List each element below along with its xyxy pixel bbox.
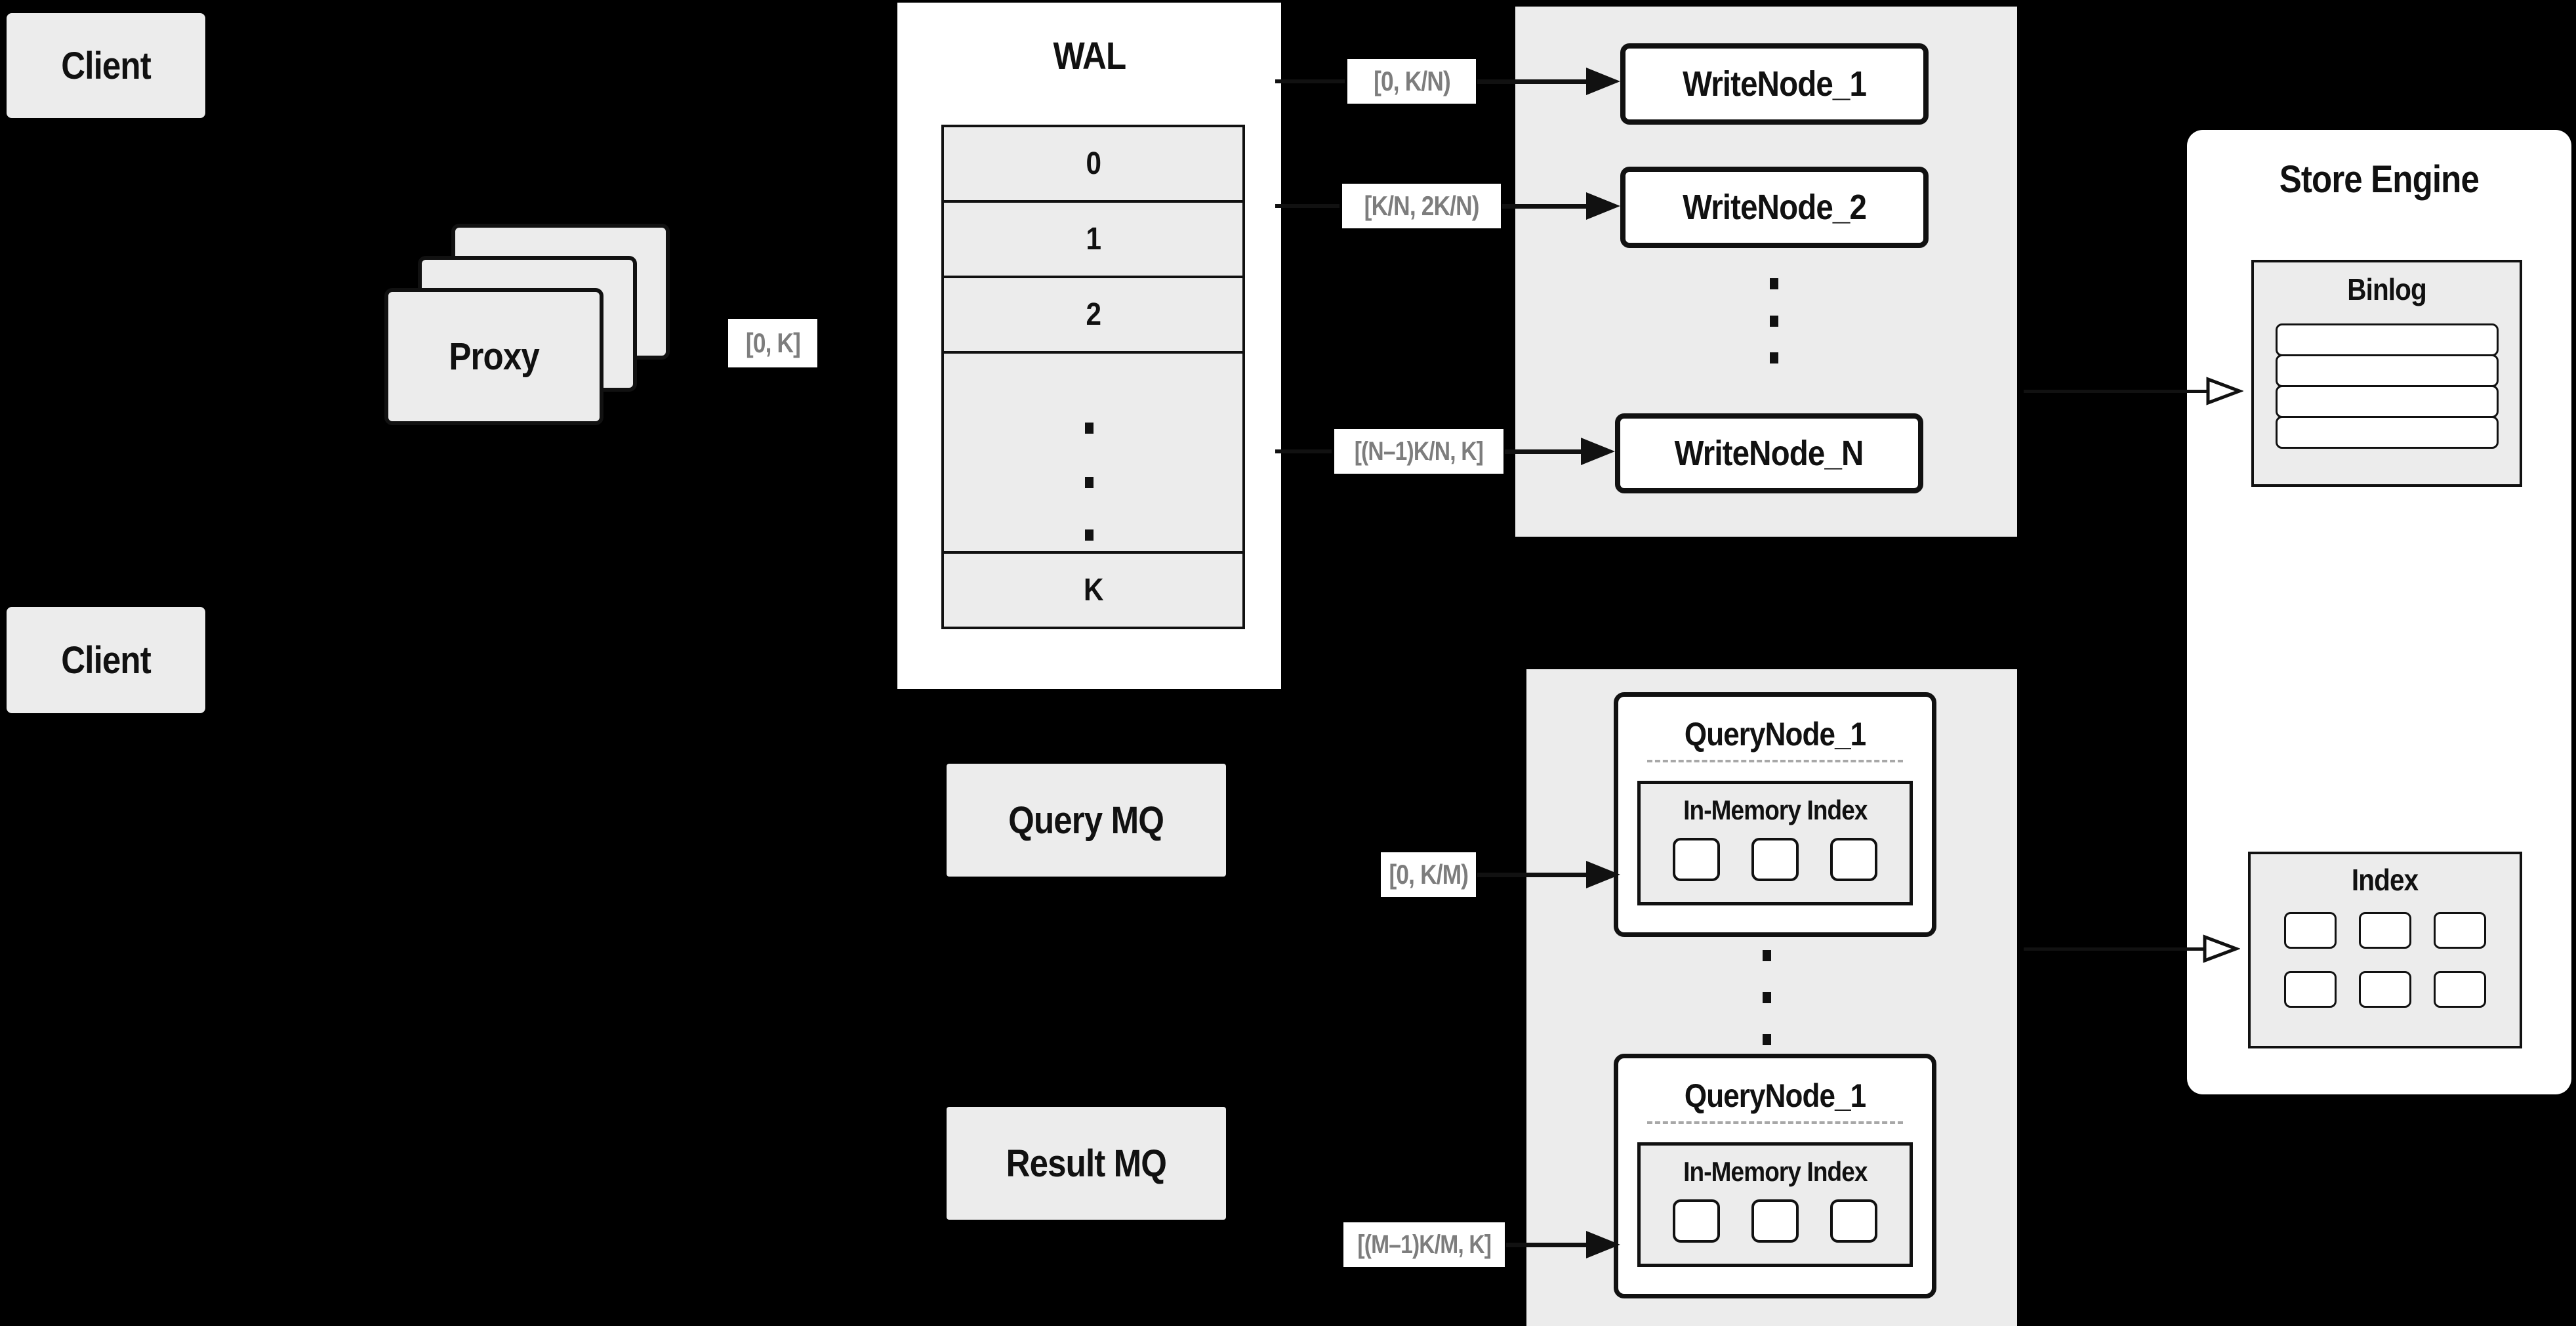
in-memory-index-top-title-wrap: In-Memory Index: [1683, 795, 1868, 825]
wal-ellipsis-region: [944, 354, 1242, 554]
index-cell: [2434, 971, 2486, 1008]
arrowhead-writenode-1: [1586, 68, 1620, 95]
memory-segment-cell: [1830, 838, 1877, 881]
arrow-to-index: [2024, 947, 2207, 951]
ellipsis-dot: [1763, 992, 1771, 1003]
in-memory-cells-top: [1641, 838, 1910, 881]
index-cell: [2359, 971, 2411, 1008]
write-node-2: WriteNode_2: [1620, 167, 1929, 248]
arrow-to-querynode-top: [1477, 873, 1589, 877]
binlog-rows: [2254, 323, 2520, 449]
ellipsis-dot: [1085, 423, 1094, 434]
in-memory-index-bottom: In-Memory Index: [1637, 1142, 1913, 1267]
ellipsis-dot: [1770, 278, 1778, 289]
index-cell-row: [2251, 912, 2520, 949]
write-node-1: WriteNode_1: [1620, 43, 1929, 125]
index-cell: [2359, 912, 2411, 949]
wal-row-k: K: [1083, 573, 1104, 608]
range-label-writenode-n: [(N–1)K/N, K]: [1334, 429, 1503, 474]
query-mq-label: Query MQ: [1008, 798, 1165, 842]
binlog-row: [2275, 323, 2499, 356]
index-title: Index: [2352, 863, 2419, 897]
query-node-top: QueryNode_1 In-Memory Index: [1614, 692, 1936, 937]
memory-segment-cell: [1673, 1199, 1720, 1243]
ellipsis-dot: [1770, 316, 1778, 327]
wal-row-1: 1: [944, 203, 1242, 278]
proxy-card-front: Proxy: [384, 288, 603, 425]
index-cell: [2284, 971, 2337, 1008]
wal-panel: WAL 0 1 2 K: [897, 3, 1281, 689]
connector-wal-writenode2: [1275, 204, 1339, 208]
query-node-top-title-wrap: QueryNode_1: [1684, 716, 1866, 753]
index-box: Index: [2248, 852, 2522, 1048]
binlog-title-wrap: Binlog: [2254, 272, 2520, 307]
store-engine-title-wrap: Store Engine: [2187, 157, 2571, 201]
range-label-writenode-1: [0, K/N): [1347, 59, 1476, 104]
wal-row-2: 2: [944, 278, 1242, 354]
ellipsis-dot: [1763, 950, 1771, 961]
query-node-bottom-title-wrap: QueryNode_1: [1684, 1077, 1866, 1114]
range-label-querynode-top: [0, K/M): [1381, 852, 1476, 897]
arrowhead-querynode-top: [1586, 861, 1620, 888]
binlog-row: [2275, 385, 2499, 418]
ellipsis-dot: [1770, 352, 1778, 363]
binlog-box: Binlog: [2251, 260, 2522, 487]
query-mq-box: Query MQ: [947, 764, 1226, 877]
binlog-title: Binlog: [2347, 272, 2427, 306]
index-cell: [2284, 912, 2337, 949]
wal-title: WAL: [1053, 35, 1126, 77]
in-memory-index-top: In-Memory Index: [1637, 781, 1913, 905]
arrow-to-binlog: [2024, 390, 2211, 393]
wal-table: 0 1 2 K: [941, 125, 1245, 629]
ellipsis-dot: [1085, 477, 1094, 488]
arrow-to-writenode-n: [1505, 449, 1584, 454]
client-box-top: Client: [7, 13, 205, 118]
open-arrowhead-binlog: [2206, 377, 2243, 405]
wal-row-0: 0: [944, 127, 1242, 203]
query-node-bottom-divider: [1647, 1121, 1903, 1124]
client-bottom-label: Client: [61, 638, 151, 682]
index-cell: [2434, 912, 2486, 949]
store-engine-panel: Store Engine Binlog Index: [2187, 130, 2571, 1094]
store-engine-title: Store Engine: [2279, 158, 2480, 201]
ellipsis-dot: [1085, 529, 1094, 541]
connector-wal-writenoden: [1275, 449, 1332, 453]
arrowhead-writenode-n: [1581, 438, 1615, 465]
connector-wal-writenode1: [1275, 79, 1345, 83]
memory-segment-cell: [1673, 838, 1720, 881]
binlog-row: [2275, 416, 2499, 449]
arrow-to-writenode-1: [1477, 79, 1589, 84]
client-top-label: Client: [61, 44, 151, 87]
index-title-wrap: Index: [2251, 862, 2520, 898]
in-memory-cells-bottom: [1641, 1199, 1910, 1243]
range-label-proxy-to-wal: [0, K]: [728, 319, 817, 367]
arrow-to-writenode-2: [1502, 204, 1589, 209]
arrowhead-writenode-2: [1586, 192, 1620, 220]
query-node-top-divider: [1647, 760, 1903, 762]
memory-segment-cell: [1830, 1199, 1877, 1243]
result-mq-label: Result MQ: [1006, 1142, 1167, 1185]
open-arrowhead-index: [2203, 934, 2240, 963]
query-node-bottom: QueryNode_1 In-Memory Index: [1614, 1054, 1936, 1298]
wal-title-wrap: WAL: [897, 34, 1281, 78]
client-box-bottom: Client: [7, 607, 205, 713]
binlog-row: [2275, 354, 2499, 387]
in-memory-index-bottom-title-wrap: In-Memory Index: [1683, 1156, 1868, 1187]
memory-segment-cell: [1751, 1199, 1799, 1243]
range-label-querynode-bottom: [(M–1)K/M, K]: [1343, 1222, 1505, 1267]
ellipsis-dot: [1763, 1034, 1771, 1045]
proxy-label: Proxy: [449, 335, 539, 378]
write-node-n: WriteNode_N: [1615, 413, 1923, 493]
range-label-writenode-2: [K/N, 2K/N): [1342, 184, 1501, 228]
memory-segment-cell: [1751, 838, 1799, 881]
result-mq-box: Result MQ: [947, 1107, 1226, 1220]
arrowhead-querynode-bottom: [1586, 1231, 1620, 1258]
arrow-to-querynode-bottom: [1506, 1243, 1589, 1247]
index-cell-row: [2251, 971, 2520, 1008]
